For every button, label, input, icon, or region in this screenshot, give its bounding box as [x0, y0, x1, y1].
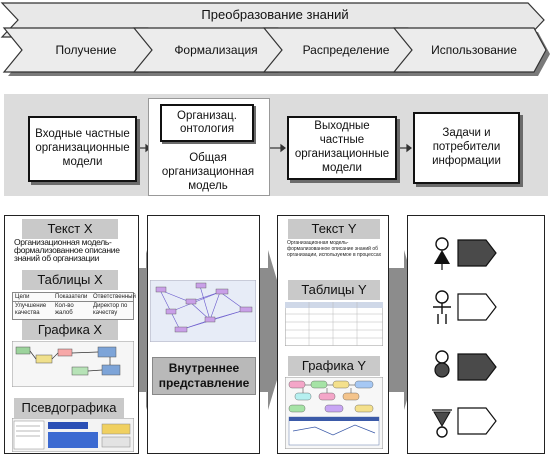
- consumers-icons: [432, 237, 497, 438]
- process-title: Преобразование знаний: [201, 7, 349, 22]
- general-model-label: Общая организационная модель: [161, 152, 255, 192]
- tables-x-header: Таблицы X: [22, 270, 118, 290]
- tasks-label: Задачи и потребители информации: [432, 127, 501, 167]
- tables-y-header: Таблицы Y: [288, 280, 380, 300]
- stage-chevron-4: [392, 27, 547, 73]
- text-x-body: Организационная модель-формализованное о…: [14, 237, 120, 263]
- input-models-box: Входные частные организационные модели: [28, 116, 137, 182]
- consumer-2-icon: [433, 290, 497, 324]
- table-x-col-3: Ответственный: [93, 294, 136, 300]
- graphics-y-header: Графика Y: [288, 356, 380, 376]
- pseudographics-preview: [12, 418, 134, 452]
- graphics-x-header: Графика X: [22, 320, 118, 340]
- internal-representation-label: Внутреннее представление: [152, 357, 256, 395]
- graphics-x-preview: [12, 341, 134, 387]
- stage-label-1: Получение: [55, 43, 117, 57]
- text-y-body: Организационная модель-формализованное о…: [287, 240, 382, 258]
- table-x-cell-2: Кол-во жалоб: [55, 303, 74, 316]
- table-x-col-1: Цели: [15, 294, 30, 300]
- table-x-cell-1: Улучшение качества: [15, 303, 47, 316]
- input-models-label: Входные частные организационные модели: [35, 128, 130, 168]
- stage-label-4: Использование: [431, 43, 517, 57]
- pseudographics-header: Псевдографика: [14, 398, 124, 418]
- graphics-y-preview: [285, 377, 383, 449]
- output-models-box: Выходные частные организационные модели: [287, 116, 397, 180]
- consumer-4-icon: [432, 407, 497, 438]
- text-y-header: Текст Y: [288, 219, 380, 239]
- ontology-box: Организац. онтология: [160, 104, 254, 142]
- tables-y-preview: [285, 302, 383, 346]
- table-x-col-2: Показатели: [55, 294, 88, 300]
- stage-label-2: Формализация: [174, 43, 258, 57]
- internal-network-graphic: [150, 280, 256, 342]
- output-models-label: Выходные частные организационные модели: [294, 120, 390, 174]
- tasks-box: Задачи и потребители информации: [413, 112, 520, 184]
- stage-label-3: Распределение: [302, 43, 390, 57]
- text-x-header: Текст X: [22, 219, 118, 239]
- tables-x-preview: Цели Показатели Ответственный Улучшение …: [12, 292, 136, 320]
- consumer-3-icon: [434, 350, 497, 381]
- ontology-label: Организац. онтология: [177, 109, 237, 135]
- consumer-1-icon: [434, 237, 497, 270]
- table-x-cell-3: Директор по качеству: [93, 303, 128, 316]
